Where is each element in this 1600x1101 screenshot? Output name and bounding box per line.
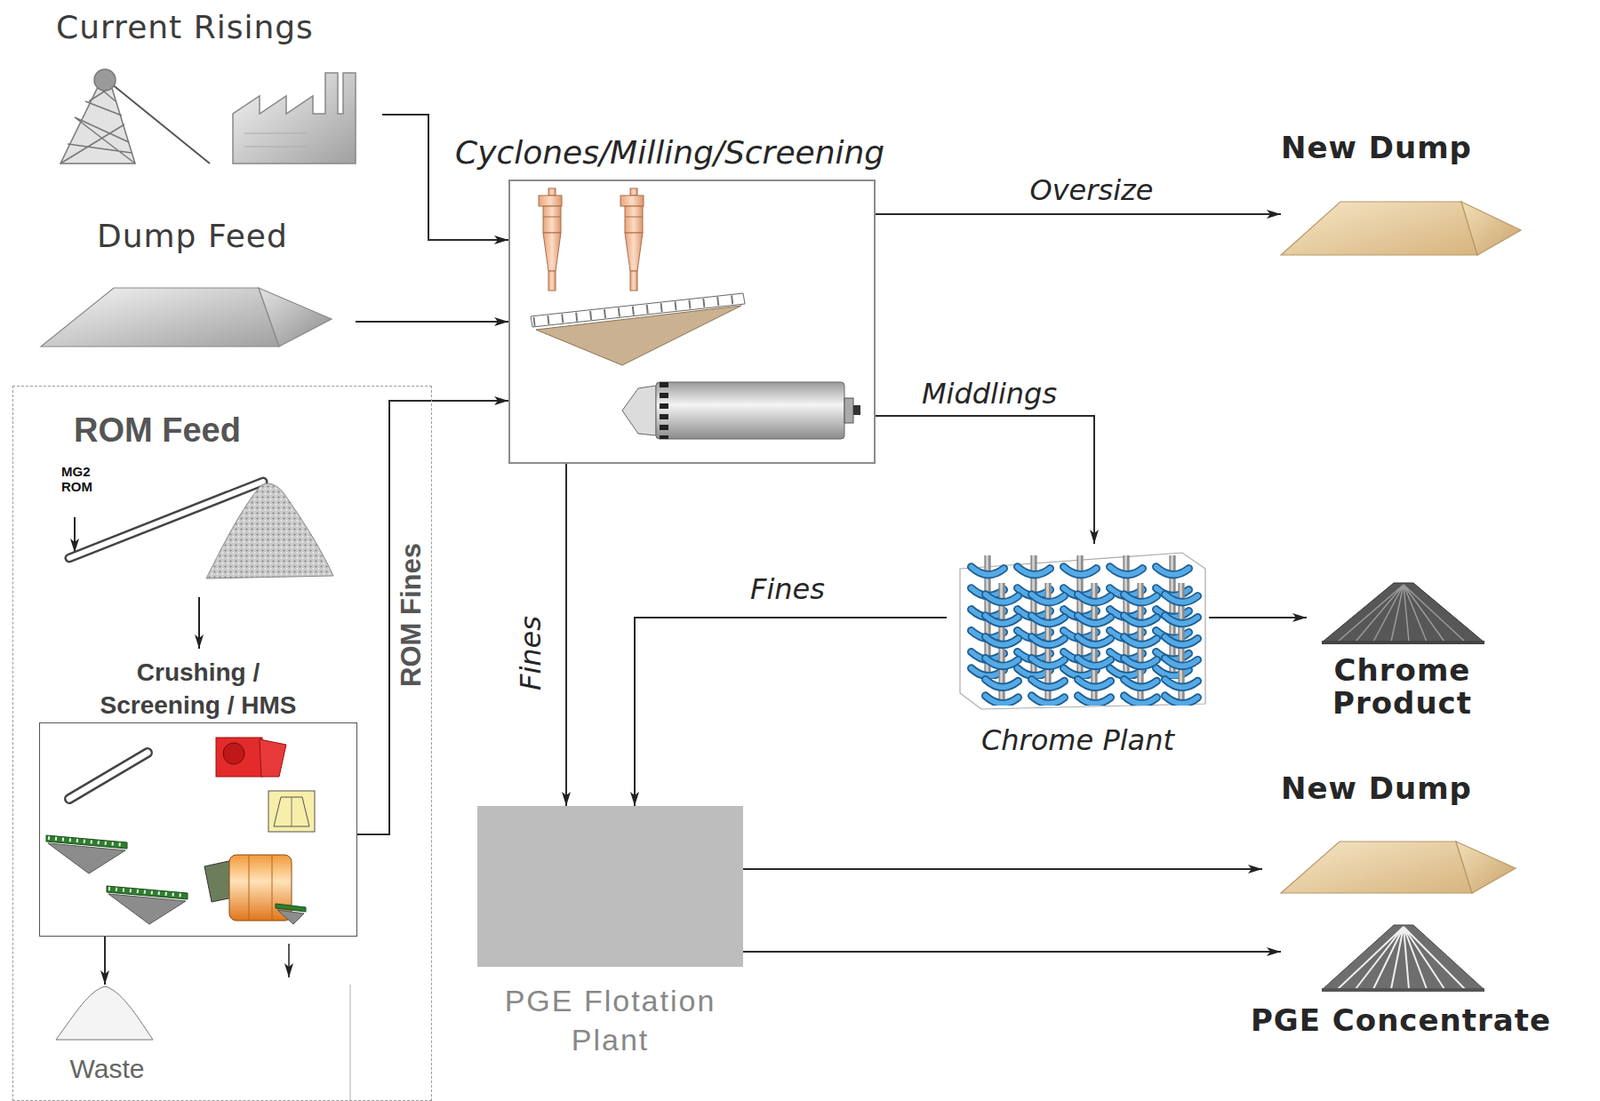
flow-arrow <box>565 464 568 807</box>
flow-arrow <box>357 400 509 835</box>
node-label: New Dump <box>1280 130 1472 166</box>
screen-icon <box>530 293 745 366</box>
spiral-plant-icon <box>960 552 1206 710</box>
flow-arrow <box>743 868 1263 871</box>
node-label: Waste <box>70 1054 145 1086</box>
concentrate-pile: PGE Concentrate <box>1280 921 1521 993</box>
dump-shape <box>1280 201 1521 256</box>
flow-arrow <box>104 936 106 985</box>
chrome-product-pile <box>1321 583 1485 645</box>
flow-label: Fines <box>750 573 825 607</box>
pointer-label: MG2 ROM <box>61 464 99 496</box>
rom-feed-illustration <box>69 481 334 649</box>
node-label: Cyclones/Milling/Screening <box>455 134 885 171</box>
flow-arrow <box>875 213 1281 216</box>
node-label: Crushing / Screening / HMS <box>87 656 310 722</box>
process-box: Cyclones/Milling/Screening <box>508 179 876 464</box>
chrome-plant: Chrome Plant <box>946 544 1209 760</box>
flow-arrow <box>875 416 1095 544</box>
flow-arrow <box>355 320 509 323</box>
mill-icon <box>622 382 861 440</box>
flow-label: Oversize <box>1029 174 1153 208</box>
flow-arrow <box>743 951 1281 953</box>
pge-concentrate-pile <box>1321 925 1485 992</box>
node-label: Current Risings <box>56 8 314 46</box>
node-label: Chrome Plant <box>981 724 1175 758</box>
flow-label: Middlings <box>921 377 1057 411</box>
node-label: PGE Flotation Plant <box>499 981 722 1060</box>
node-label: ROM Feed <box>73 411 241 451</box>
source-icon-group: Current Risings <box>56 7 383 166</box>
flow-arrow <box>1208 616 1307 619</box>
flotation-plant: PGE Flotation Plant <box>477 806 744 968</box>
dump-output: New Dump <box>1262 771 1526 896</box>
factory-icon <box>232 72 356 164</box>
cyclone-icons <box>538 188 644 291</box>
flow-arrow <box>634 617 947 807</box>
flow-arrow <box>382 114 509 240</box>
node-label: PGE Concentrate <box>1250 1003 1552 1039</box>
product-pile: Chrome Product <box>1306 579 1498 729</box>
node-label: Chrome Product <box>1306 654 1498 721</box>
node-label: Dump Feed <box>96 217 288 255</box>
flow-label: Fines <box>514 616 548 691</box>
dump-feed-stockpile <box>40 288 332 347</box>
flow-label: ROM Fines <box>395 543 428 688</box>
crushing-box: Crushing / Screening / HMS <box>39 722 358 937</box>
crushing-equipment-icons <box>46 737 351 1101</box>
node-label: New Dump <box>1280 771 1472 807</box>
stockpile-source: Dump Feed <box>40 217 356 348</box>
waste-pile: Waste <box>56 984 159 1088</box>
dump-output: New Dump <box>1280 130 1526 257</box>
headframe-icon <box>60 69 210 164</box>
dump-shape <box>1280 841 1516 894</box>
